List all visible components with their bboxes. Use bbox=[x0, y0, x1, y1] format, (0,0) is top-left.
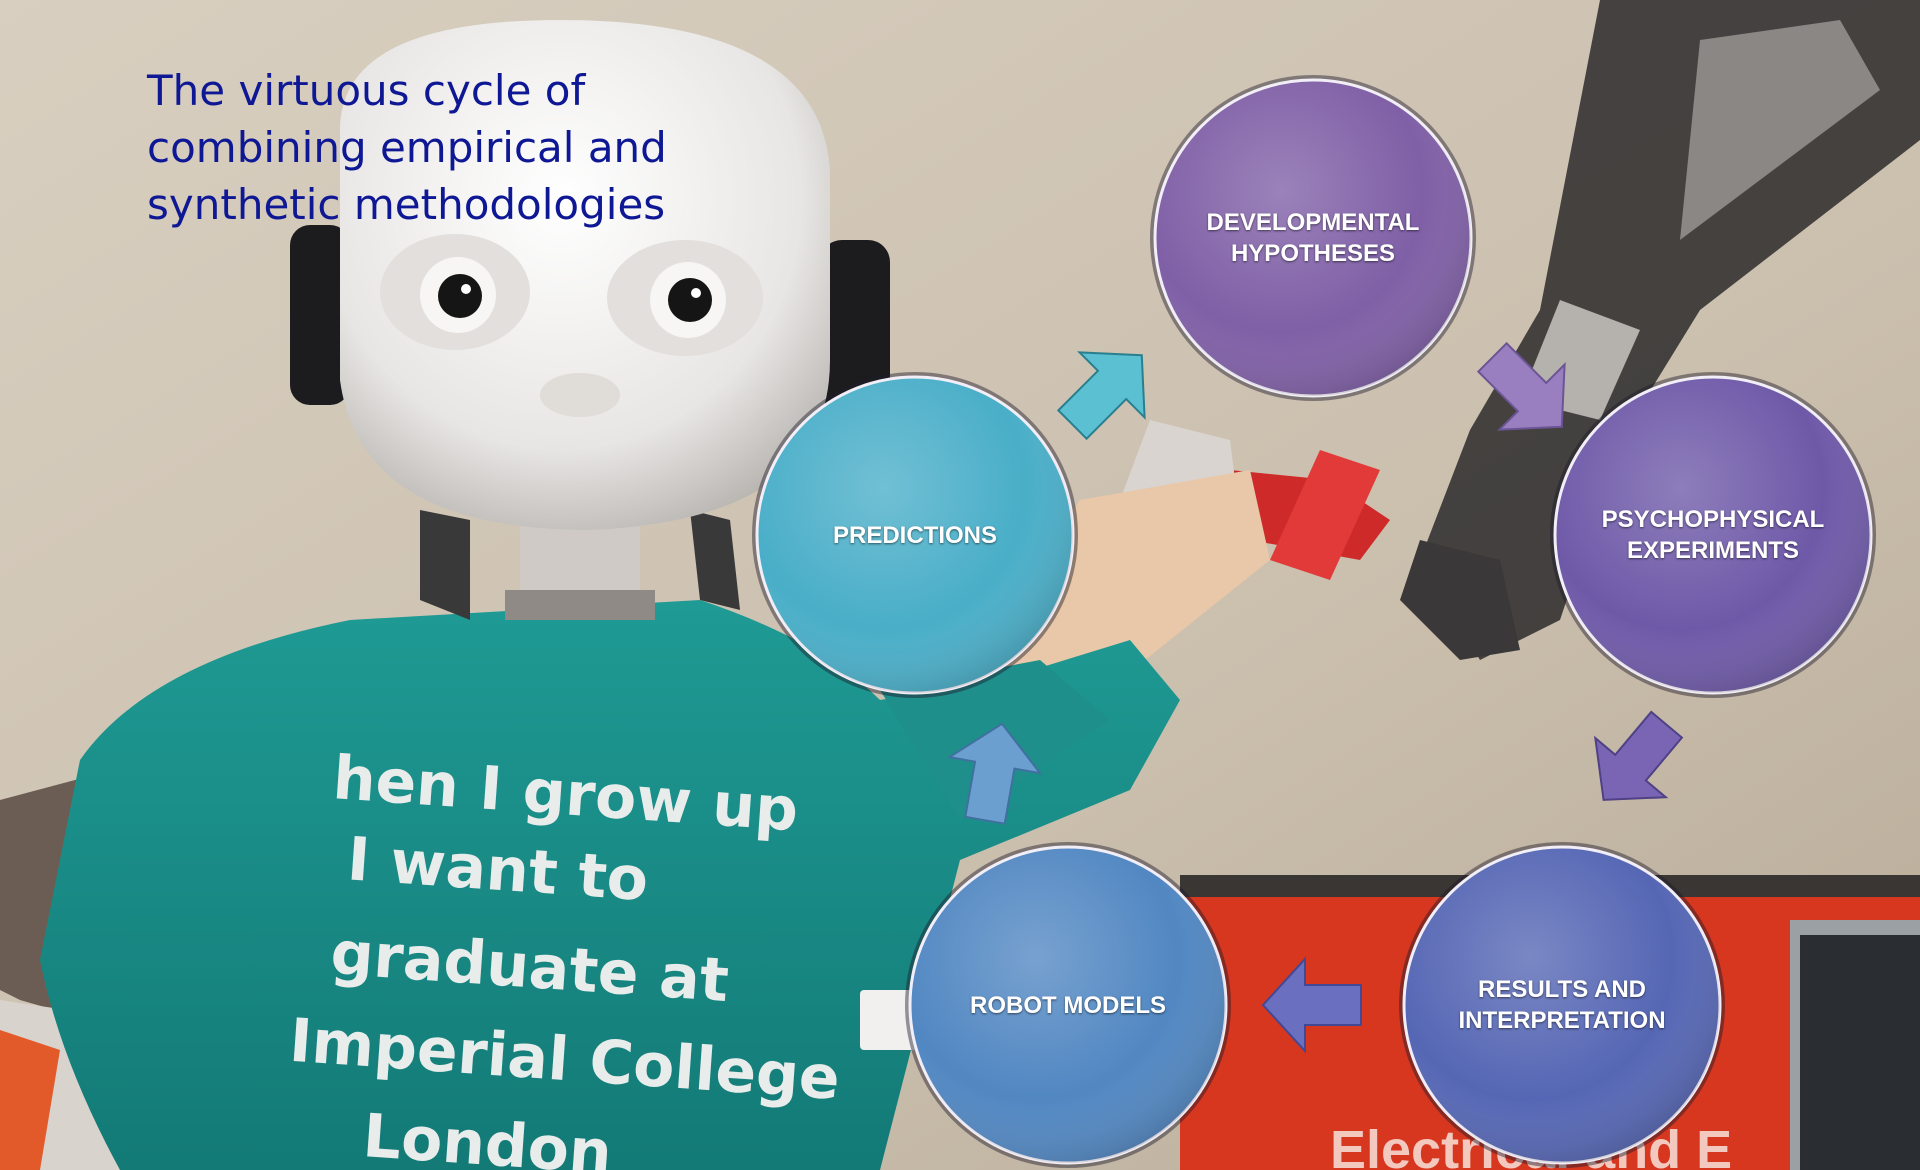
label-developmental-hypotheses: DEVELOPMENTAL HYPOTHESES bbox=[1173, 198, 1453, 278]
label-predictions: PREDICTIONS bbox=[775, 515, 1055, 555]
label-psychophysical-experiments-line-2: EXPERIMENTS bbox=[1626, 537, 1800, 564]
node-predictions bbox=[752, 372, 1078, 698]
label-psychophysical-experiments: PSYCHOPHYSICAL EXPERIMENTS bbox=[1573, 495, 1853, 575]
robot-head bbox=[290, 20, 890, 530]
node-developmental-hypotheses bbox=[1150, 75, 1476, 401]
arrow-models-to-predictions bbox=[946, 722, 1043, 825]
slide-title-line-1: The virtuous cycle of bbox=[147, 66, 586, 115]
label-psychophysical-experiments-line-1: PSYCHOPHYSICAL bbox=[1601, 506, 1825, 533]
slide-title-line-3: synthetic methodologies bbox=[147, 180, 666, 229]
label-robot-models: ROBOT MODELS bbox=[928, 985, 1208, 1025]
slide-title-line-2: combining empirical and bbox=[147, 123, 667, 172]
slide-title: The virtuous cycle of combining empirica… bbox=[147, 62, 707, 233]
label-developmental-hypotheses-line-2: HYPOTHESES bbox=[1230, 240, 1396, 267]
node-psychophysical-experiments bbox=[1550, 372, 1876, 698]
arrow-experiments-to-results bbox=[1594, 710, 1684, 801]
label-predictions-line-1: PREDICTIONS bbox=[832, 521, 997, 549]
node-robot-models bbox=[905, 842, 1231, 1168]
label-results-and-interpretation: RESULTS AND INTERPRETATION bbox=[1422, 965, 1702, 1045]
arrow-hypotheses-to-experiments bbox=[1476, 341, 1566, 431]
robot-body: hen I grow up I want to graduate at Impe… bbox=[40, 600, 1180, 1170]
label-developmental-hypotheses-line-1: DEVELOPMENTAL bbox=[1206, 209, 1420, 236]
label-results-and-interpretation-line-2: INTERPRETATION bbox=[1458, 1007, 1666, 1034]
node-results-and-interpretation bbox=[1399, 842, 1725, 1168]
arrow-results-to-models bbox=[1261, 956, 1362, 1054]
label-robot-models-line-1: ROBOT MODELS bbox=[970, 991, 1166, 1019]
cycle-arrows bbox=[946, 341, 1684, 1054]
label-results-and-interpretation-line-1: RESULTS AND bbox=[1478, 976, 1646, 1003]
arrow-predictions-to-hypotheses bbox=[1056, 351, 1146, 441]
cycle-nodes bbox=[752, 75, 1876, 1168]
